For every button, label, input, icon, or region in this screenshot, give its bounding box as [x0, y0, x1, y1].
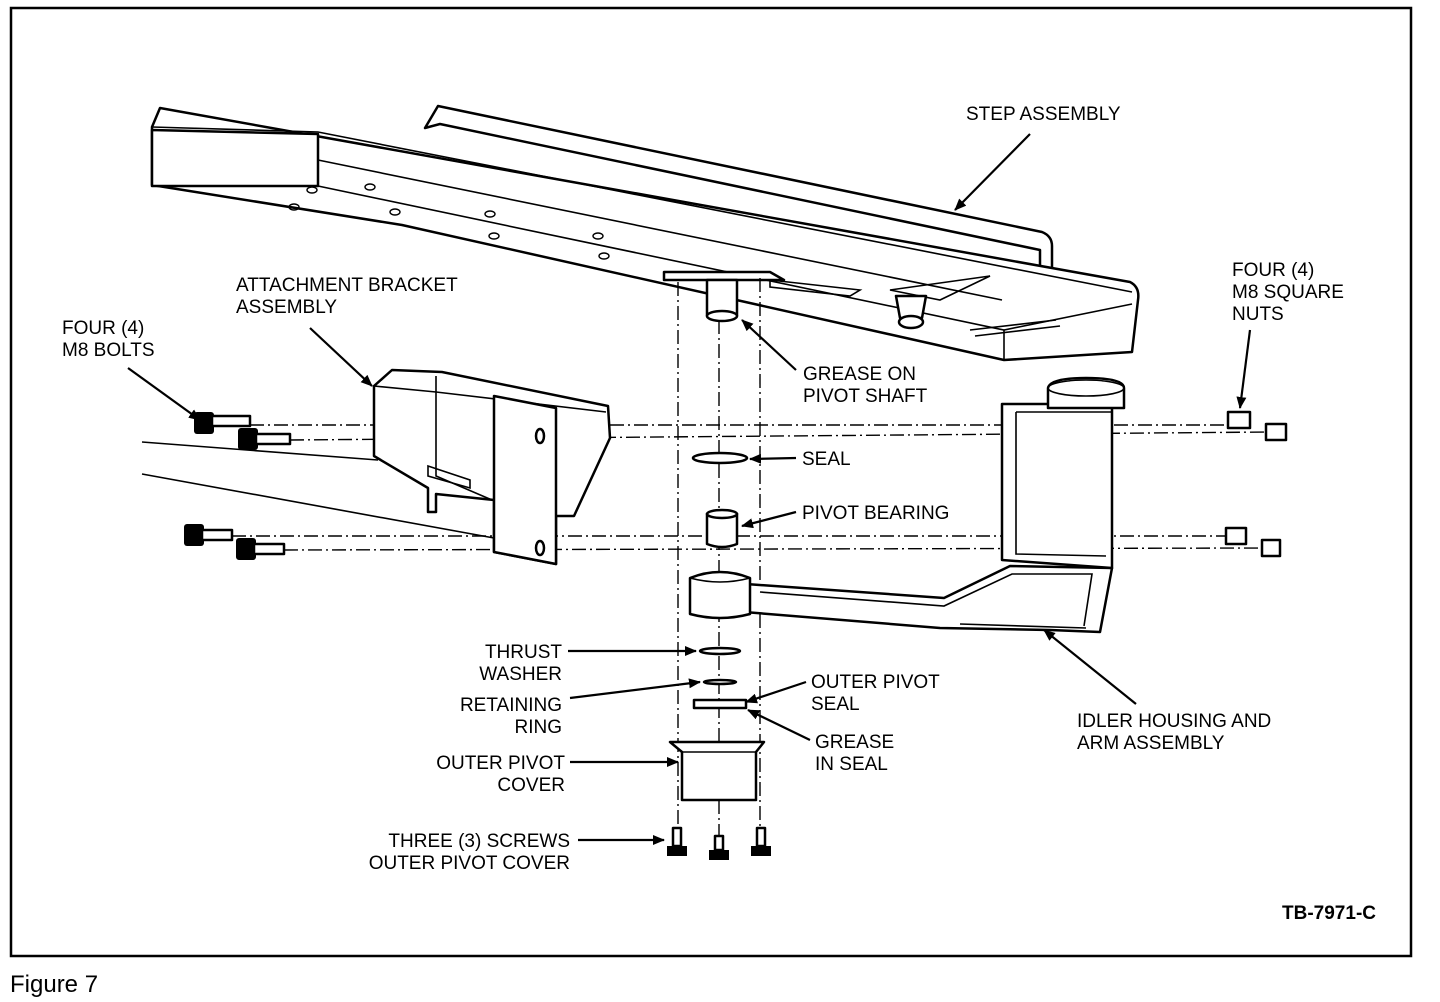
label-retaining-ring-line2: RING — [515, 717, 563, 738]
label-four-nuts-line1: FOUR (4) — [1232, 260, 1314, 281]
outer-pivot-cover-part — [668, 740, 766, 802]
label-attachment-bracket-line2: ASSEMBLY — [236, 297, 337, 318]
cover-screw-part — [751, 826, 771, 856]
outer-pivot-seal-part — [692, 698, 748, 710]
step-assembly-part — [150, 104, 1140, 362]
idler-housing-part — [688, 376, 1126, 634]
label-three-screws-line1: THREE (3) SCREWS — [388, 831, 570, 852]
label-idler-housing-line1: IDLER HOUSING AND — [1077, 711, 1271, 732]
label-attachment-bracket-line1: ATTACHMENT BRACKET — [236, 275, 458, 296]
label-four-nuts-line3: NUTS — [1232, 304, 1284, 325]
cover-screw-part — [667, 826, 687, 856]
figure-frame — [9, 6, 1413, 958]
label-four-nuts-line2: M8 SQUARE — [1232, 282, 1344, 303]
label-grease-in-seal-line1: GREASE — [815, 732, 894, 753]
m8-square-nut-part — [1264, 422, 1288, 442]
m8-square-nut-part — [1224, 526, 1248, 546]
label-seal: SEAL — [802, 449, 851, 470]
label-idler-housing-line2: ARM ASSEMBLY — [1077, 733, 1225, 754]
attachment-bracket-part — [372, 368, 612, 566]
pivot-bearing-part — [705, 508, 739, 549]
cover-screw-part — [709, 834, 729, 860]
label-outer-pivot-seal-line2: SEAL — [811, 694, 860, 715]
drawing-code: TB-7971-C — [1282, 903, 1376, 924]
pivot-shaft-part — [705, 278, 739, 323]
leader-arrows — [127, 133, 1252, 845]
m8-bolt-part — [236, 538, 286, 560]
retaining-ring-part — [702, 678, 738, 686]
label-retaining-ring-line1: RETAINING — [460, 695, 562, 716]
label-pivot-bearing: PIVOT BEARING — [802, 503, 949, 524]
label-four-bolts-line2: M8 BOLTS — [62, 340, 155, 361]
label-three-screws-line2: OUTER PIVOT COVER — [369, 853, 570, 874]
label-grease-pivot-shaft-line2: PIVOT SHAFT — [803, 386, 928, 407]
label-thrust-washer-line2: WASHER — [479, 664, 562, 685]
m8-bolt-part — [184, 524, 234, 546]
seal-part — [691, 451, 749, 465]
thrust-washer-part — [698, 646, 742, 656]
m8-square-nut-part — [1226, 410, 1252, 430]
figure-caption: Figure 7 — [10, 971, 98, 998]
m8-bolt-part — [238, 428, 292, 450]
m8-square-nut-part — [1260, 538, 1282, 558]
label-step-assembly: STEP ASSEMBLY — [966, 104, 1121, 125]
label-thrust-washer-line1: THRUST — [485, 642, 562, 663]
label-four-bolts-line1: FOUR (4) — [62, 318, 144, 339]
label-outer-pivot-seal-line1: OUTER PIVOT — [811, 672, 940, 693]
label-grease-pivot-shaft-line1: GREASE ON — [803, 364, 916, 385]
label-outer-pivot-cover-line1: OUTER PIVOT — [436, 753, 565, 774]
label-grease-in-seal-line2: IN SEAL — [815, 754, 888, 775]
label-outer-pivot-cover-line2: COVER — [497, 775, 565, 796]
